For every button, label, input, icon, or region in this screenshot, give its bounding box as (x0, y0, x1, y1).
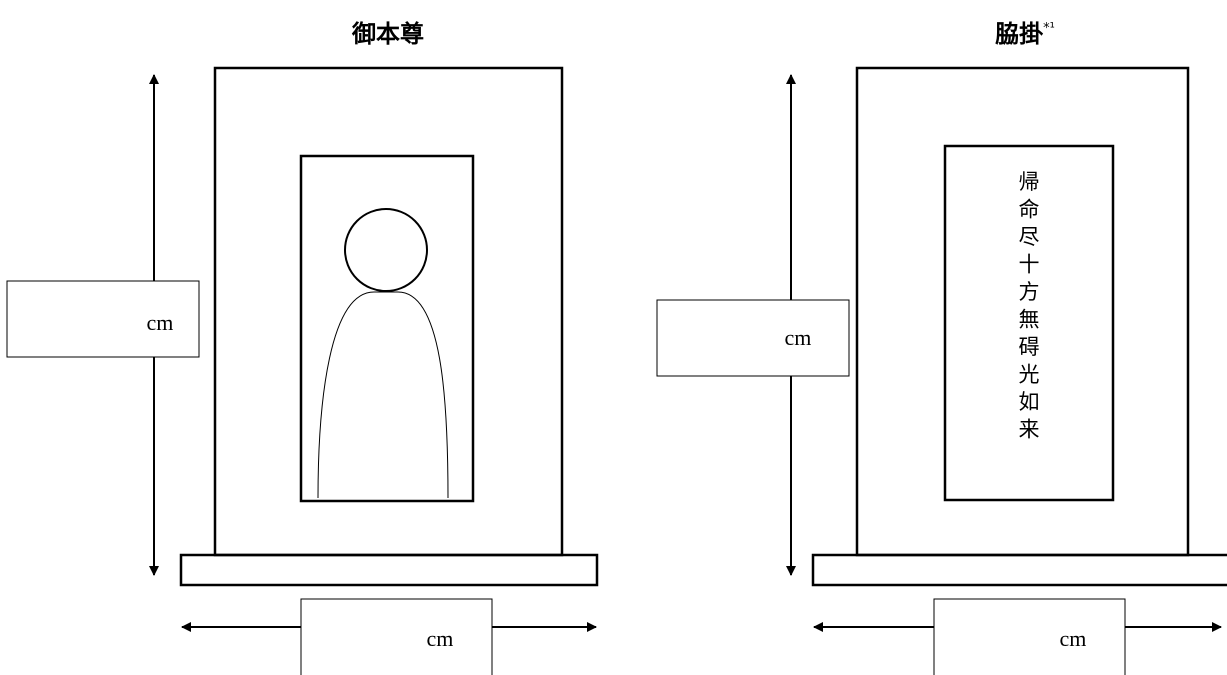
inscription-char: 命 (1019, 198, 1040, 222)
right-width-field[interactable] (933, 598, 1126, 675)
right-scroll-base (811, 553, 1227, 587)
right-panel-title: 脇掛*¹ (995, 20, 1055, 48)
left-width-unit: cm (427, 626, 454, 651)
left-width-field[interactable] (300, 598, 493, 675)
inscription-text: 帰命尽十方無碍光如来 (1019, 170, 1040, 442)
inscription-char: 碍 (1019, 335, 1040, 359)
inscription-char: 方 (1019, 280, 1040, 304)
left-scroll-frame (213, 66, 564, 557)
left-height-field[interactable] (6, 280, 200, 358)
left-height-unit: cm (147, 310, 174, 335)
inscription-char: 尽 (1019, 225, 1040, 249)
left-inner-frame (299, 154, 475, 503)
inscription-char: 光 (1019, 363, 1040, 387)
inscription-char: 十 (1019, 253, 1040, 277)
right-height-field[interactable] (656, 299, 850, 377)
buddha-head-icon (344, 208, 428, 292)
inscription-char: 無 (1019, 308, 1040, 332)
inscription-char: 如 (1019, 390, 1040, 414)
right-panel: 脇掛*¹ 帰命尽十方無碍光如来 cm cm (656, 20, 1227, 675)
right-height-unit: cm (785, 325, 812, 350)
left-scroll-base (179, 553, 599, 587)
left-panel-title: 御本尊 (351, 20, 424, 48)
buddha-body-icon (317, 291, 449, 499)
left-panel: 御本尊 cm cm (6, 20, 599, 675)
inscription-char: 来 (1019, 418, 1040, 442)
right-inner-frame (943, 144, 1115, 502)
right-panel-title-note: *¹ (1043, 21, 1055, 36)
inscription-char: 帰 (1019, 170, 1040, 194)
right-width-unit: cm (1060, 626, 1087, 651)
